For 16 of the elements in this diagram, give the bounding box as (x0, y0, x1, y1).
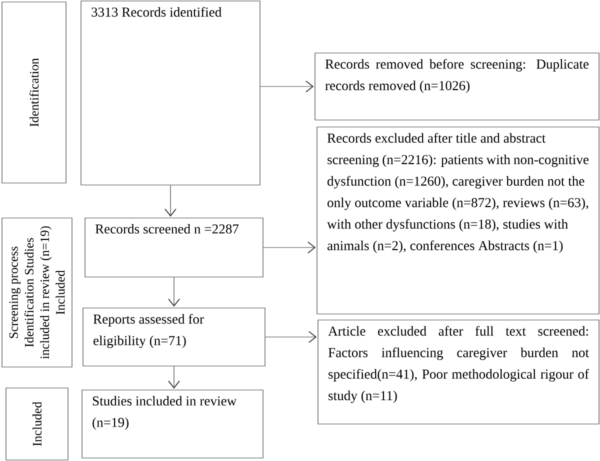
flow-box: Article excluded after full text screened: Factors influencing caregiver burden not specified(n=41), Poor methodological rigour of study (n=11) (318, 320, 600, 424)
arrow (263, 242, 316, 254)
stage-band: Screening process Identification Studies included in review (n=19) Included (2, 218, 72, 368)
arrow (164, 185, 176, 217)
flow-box: 3313 Records identified (80, 0, 260, 186)
flow-box: Reports assessed for eligibility (n=71) (82, 308, 266, 366)
stage-band: Included (6, 388, 68, 460)
flow-box: Records excluded after title and abstract screening (n=2216): patients with non-cognitive dysfunction (n=1260), caregiver burden not the only outcome variable (n=872), reviews (n=63), with other dysfunctions (n=18), studies with animals (n=2), conferences Abstracts (n=1) (316, 126, 600, 314)
arrow (260, 80, 314, 92)
flow-box: Records screened n =2287 (84, 218, 264, 278)
arrow (168, 366, 180, 389)
stage-band: Identification (2, 2, 66, 184)
arrow (168, 277, 180, 307)
arrow (265, 331, 317, 343)
flow-box: Records removed before screening: Duplicate records removed (n=1026) (314, 52, 600, 120)
flow-box: Studies included in review (n=19) (82, 390, 264, 458)
